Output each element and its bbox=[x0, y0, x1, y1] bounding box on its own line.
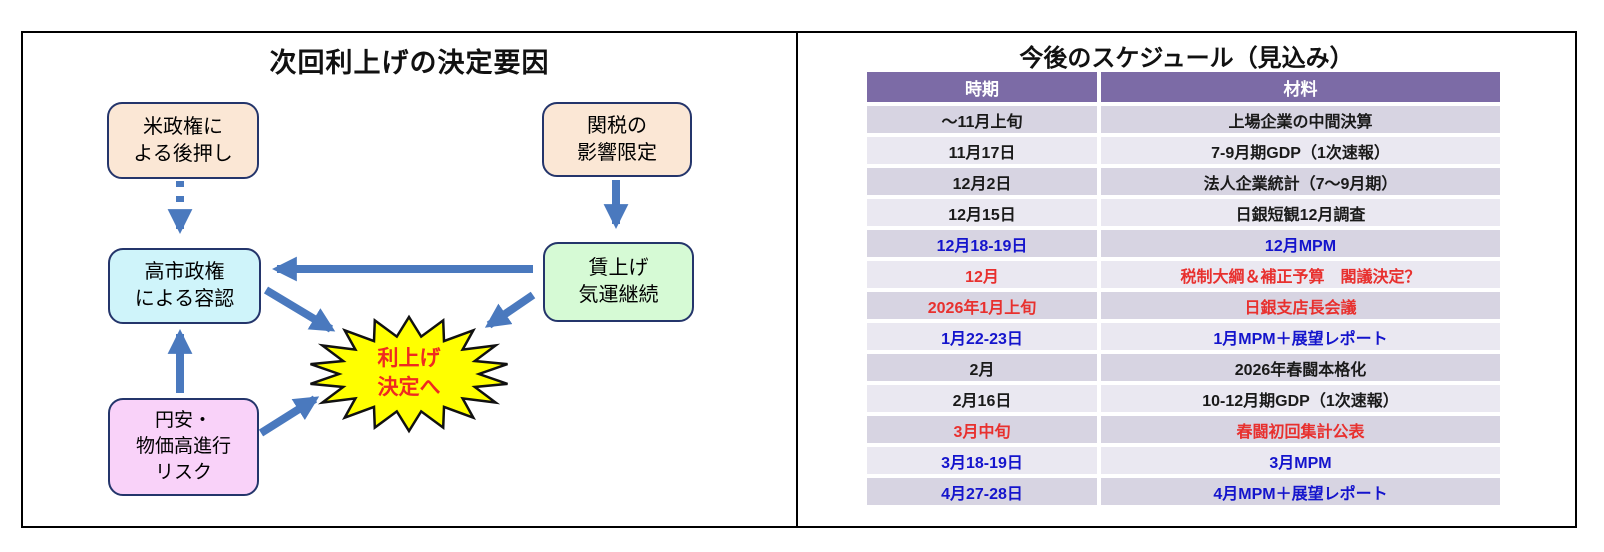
schedule-item-cell: 10-12月期GDP（1次速報） bbox=[1101, 385, 1500, 416]
schedule-item-cell: 3月MPM bbox=[1101, 447, 1500, 478]
schedule-date-cell: 12月15日 bbox=[867, 199, 1101, 230]
burst-label: 利上げ 決定へ bbox=[377, 347, 441, 399]
slide-frame: 次回利上げの決定要因 米政権に よる後押し 関税の 影響限定 高市政権 による容… bbox=[21, 31, 1577, 528]
schedule-item-cell: 1月MPM＋展望レポート bbox=[1101, 323, 1500, 354]
schedule-item-cell: 日銀短観12月調査 bbox=[1101, 199, 1500, 230]
left-panel-title: 次回利上げの決定要因 bbox=[269, 48, 550, 78]
node-yen-risk: 円安・ 物価高進行 リスク bbox=[108, 398, 259, 496]
schedule-date-cell: 12月18-19日 bbox=[867, 230, 1101, 261]
right-panel-title: 今後のスケジュール（見込み） bbox=[1019, 45, 1354, 72]
schedule-item-cell: 上場企業の中間決算 bbox=[1101, 106, 1500, 137]
schedule-date-cell: 3月中旬 bbox=[867, 416, 1101, 447]
schedule-item-cell: 春闘初回集計公表 bbox=[1101, 416, 1500, 447]
schedule-item-cell: 4月MPM＋展望レポート bbox=[1101, 478, 1500, 509]
schedule-item-cell: 7-9月期GDP（1次速報） bbox=[1101, 137, 1500, 168]
schedule-date-cell: 1月22-23日 bbox=[867, 323, 1101, 354]
node-tariff-impact: 関税の 影響限定 bbox=[542, 102, 692, 177]
table-row: 12月税制大綱＆補正予算 閣議決定？ bbox=[867, 261, 1500, 292]
header-cell-period: 時期 bbox=[867, 72, 1101, 106]
flowchart-arrows-layer bbox=[167, 180, 629, 437]
table-row: 2026年1月上旬日銀支店長会議 bbox=[867, 292, 1500, 323]
schedule-header-row: 時期 材料 bbox=[867, 72, 1500, 106]
arrow-wage-to-burst bbox=[484, 291, 536, 329]
schedule-date-cell: 12月 bbox=[867, 261, 1101, 292]
schedule-date-cell: 2月16日 bbox=[867, 385, 1101, 416]
schedule-date-cell: 4月27-28日 bbox=[867, 478, 1101, 509]
table-row: 12月2日法人企業統計（7～9月期） bbox=[867, 168, 1500, 199]
rate-hike-factors-panel: 次回利上げの決定要因 米政権に よる後押し 関税の 影響限定 高市政権 による容… bbox=[23, 33, 796, 526]
schedule-item-cell: 2026年春闘本格化 bbox=[1101, 354, 1500, 385]
schedule-item-cell: 日銀支店長会議 bbox=[1101, 292, 1500, 323]
schedule-item-cell: 12月MPM bbox=[1101, 230, 1500, 261]
header-cell-material: 材料 bbox=[1101, 72, 1500, 106]
arrow-yen-to-burst bbox=[258, 395, 320, 437]
schedule-date-cell: 3月18-19日 bbox=[867, 447, 1101, 478]
schedule-date-cell: 2月 bbox=[867, 354, 1101, 385]
table-row: 12月15日日銀短観12月調査 bbox=[867, 199, 1500, 230]
table-row: 3月中旬春闘初回集計公表 bbox=[867, 416, 1500, 447]
arrow-takaichi-to-burst bbox=[263, 286, 336, 333]
node-wage-momentum: 賃上げ 気運継続 bbox=[543, 242, 694, 322]
schedule-date-cell: 11月17日 bbox=[867, 137, 1101, 168]
schedule-item-cell: 法人企業統計（7～9月期） bbox=[1101, 168, 1500, 199]
schedule-item-cell: 税制大綱＆補正予算 閣議決定？ bbox=[1101, 261, 1500, 292]
node-us-administration: 米政権に よる後押し bbox=[107, 102, 259, 179]
schedule-date-cell: 2026年1月上旬 bbox=[867, 292, 1101, 323]
rate-hike-decision-burst bbox=[310, 314, 508, 434]
schedule-date-cell: 12月2日 bbox=[867, 168, 1101, 199]
node-takaichi-govt: 高市政権 による容認 bbox=[108, 248, 261, 324]
table-row: ～11月上旬上場企業の中間決算 bbox=[867, 106, 1500, 137]
schedule-date-cell: ～11月上旬 bbox=[867, 106, 1101, 137]
